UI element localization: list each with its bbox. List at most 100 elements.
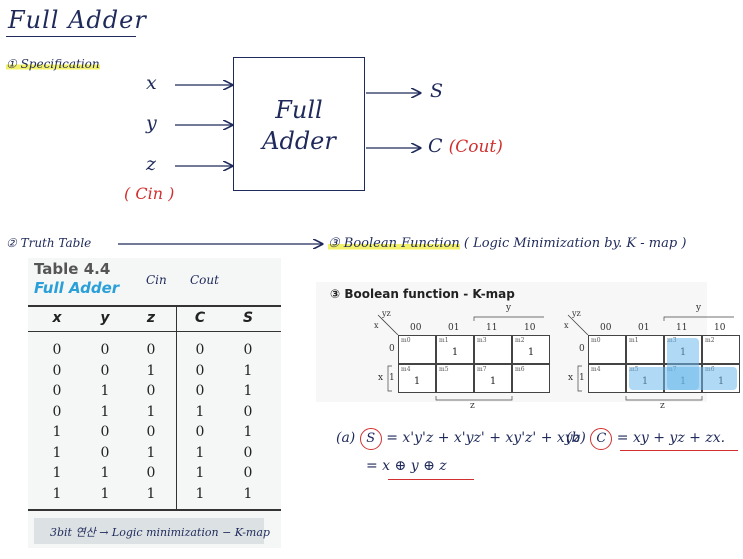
page-title: Full Adder: [8, 6, 147, 34]
truth-table-cell: 1: [146, 403, 156, 420]
kmap-c-row-label: 1: [579, 373, 585, 383]
kmap-s-col-label: 10: [524, 323, 536, 333]
equation-s-simplified: = x ⊕ y ⊕ z: [366, 458, 447, 474]
kmap-s-cell: m5: [436, 364, 474, 393]
kmap-s-x-side-label: x: [378, 373, 384, 383]
kmap-c-minterm-label: m2: [705, 337, 715, 344]
s-circle: S: [359, 428, 382, 450]
truth-table-cell: 0: [243, 465, 253, 481]
kmap-s-minterm-label: m0: [401, 337, 411, 344]
full-adder-block-label: Full Adder: [233, 95, 365, 157]
cout-annotation: Cout: [190, 273, 219, 287]
cin-text: ( Cin ): [124, 184, 175, 203]
kmap-s-brackets: [387, 316, 544, 401]
truth-table-cell: 1: [146, 362, 156, 379]
output-c-text: C: [428, 135, 443, 157]
kmap-c-y-label: y: [696, 303, 702, 313]
cout-text: (Cout): [448, 137, 503, 157]
kmap-s-cell: m0: [398, 335, 436, 364]
kmap-s-y-label: y: [506, 303, 512, 313]
cin-annotation: Cin: [146, 273, 167, 287]
truth-table-bottom-rule: [28, 509, 281, 511]
specification-heading: ① Specification: [6, 57, 100, 71]
truth-table-cell: 0: [195, 342, 205, 358]
output-s-label: S: [430, 80, 444, 102]
truth-table-cell: 1: [243, 485, 253, 502]
truth-table-cell: 1: [195, 444, 205, 461]
full-adder-block: [233, 57, 365, 191]
kmap-s-minterm-label: m2: [515, 337, 525, 344]
kmap-c-row-label: 0: [579, 344, 585, 354]
truth-table-cell: 1: [100, 383, 110, 399]
truth-table-header-x: x: [52, 310, 62, 326]
kmap-c-minterm-label: m4: [591, 366, 601, 373]
kmap-c-col-label: 10: [714, 323, 726, 333]
input-z-label: z: [146, 153, 157, 175]
block-label-line-1: Full: [275, 96, 323, 124]
truth-table-cell: 1: [52, 424, 62, 440]
truth-table-cell: 1: [195, 403, 205, 420]
truth-table-cell: 0: [243, 444, 253, 461]
eq-a-label: (a): [336, 430, 356, 446]
truth-table-cell: 1: [146, 444, 156, 461]
truth-table-header-C: C: [194, 310, 206, 326]
truth-table-cell: 0: [52, 383, 62, 399]
kmap-c-col-label: 01: [638, 323, 650, 333]
kmap-s-z-label: z: [470, 401, 475, 411]
kmap-s-cell-value: 1: [451, 347, 459, 358]
truth-table-header-rule: [28, 305, 281, 332]
section-truth-table: ② Truth Table: [6, 236, 92, 250]
truth-table-subtitle: Full Adder: [34, 279, 120, 297]
truth-table-cell: 0: [195, 362, 205, 379]
input-x-label: x: [146, 72, 157, 94]
equation-c: (b) C = xy + yz + zx.: [566, 428, 725, 450]
output-c-label: C (Cout): [428, 135, 503, 157]
kmap-s-col-label: 00: [410, 323, 422, 333]
truth-table-header-y: y: [100, 310, 110, 326]
truth-table-cell: 0: [100, 342, 110, 358]
kmap-s-cell-value: 1: [489, 376, 497, 387]
truth-table-cell: 0: [100, 362, 110, 379]
truth-table-cell: 0: [195, 424, 205, 440]
kmap-s-cell-value: 1: [413, 376, 421, 387]
boolean-heading: ③ Boolean Function: [328, 236, 460, 251]
kmap-panel-title: ③ Boolean function - K-map: [330, 287, 515, 301]
truth-table-cell: 1: [100, 403, 110, 420]
kmap-c-col-label: 00: [600, 323, 612, 333]
boolean-note: ( Logic Minimization by. K - map ): [463, 236, 687, 251]
s-simplified-underline: [388, 479, 474, 480]
kmap-s-corner-yz: yz: [382, 309, 391, 318]
kmap-c-corner-x: x: [564, 321, 569, 330]
title-underline: [6, 36, 136, 37]
kmap-c-cell: m2: [702, 335, 740, 364]
truth-table-cell: 0: [52, 342, 62, 358]
truth-table-cell: 0: [146, 342, 156, 358]
kmap-s-corner-diagonal: [377, 314, 399, 335]
truth-table-cell: 1: [195, 485, 205, 502]
kmap-c-z-label: z: [660, 401, 665, 411]
kmap-s-cell-value: 1: [527, 347, 535, 358]
kmap-s-minterm-label: m4: [401, 366, 411, 373]
truth-table-cell: 0: [146, 465, 156, 481]
truth-table-cell: 0: [100, 444, 110, 461]
kmap-c-brackets: [577, 316, 734, 401]
section-boolean-function: ③ Boolean Function ( Logic Minimization …: [328, 236, 686, 251]
truth-table-cell: 1: [52, 485, 62, 502]
kmap-c-minterm-label: m1: [629, 337, 639, 344]
truth-table-cell: 0: [52, 403, 62, 420]
eq-c-expression: = xy + yz + zx.: [616, 430, 726, 446]
truth-table-cell: 0: [243, 342, 253, 358]
kmap-c-minterm-label: m0: [591, 337, 601, 344]
kmap-c-cell: m0: [588, 335, 626, 364]
truth-table-cell: 1: [52, 465, 62, 481]
cin-label: ( Cin ): [124, 184, 174, 203]
truth-table-cell: 1: [146, 485, 156, 502]
truth-table-header-S: S: [242, 310, 254, 326]
kmap-s-corner-x: x: [374, 321, 379, 330]
equation-s: (a) S = x'y'z + x'yz' + xy'z' + xyz: [336, 428, 580, 450]
eq-b-label: (b): [566, 430, 586, 446]
truth-table-cell: 0: [100, 424, 110, 440]
